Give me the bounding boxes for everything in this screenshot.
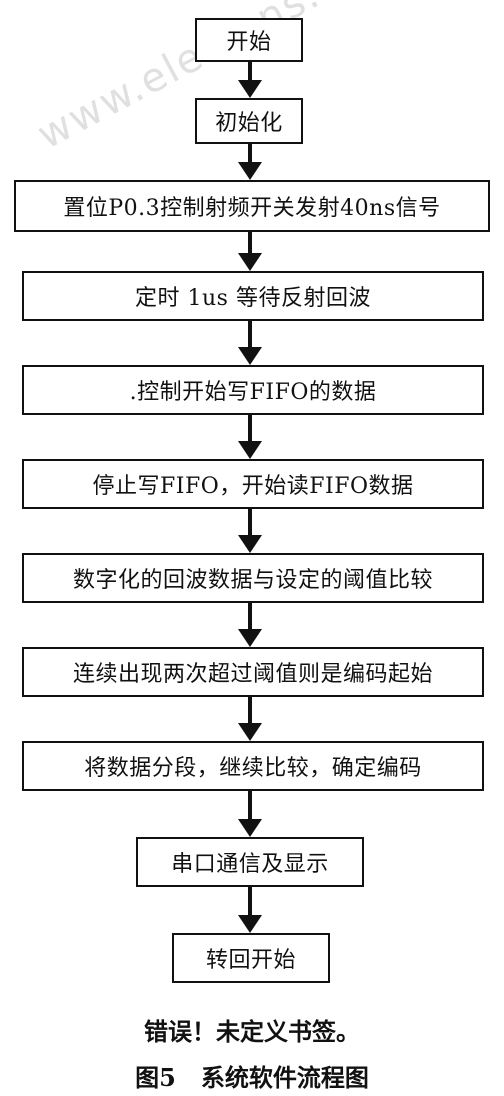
arrow-down-icon: [238, 887, 262, 933]
step-serial-comm-display: 串口通信及显示: [136, 837, 364, 887]
arrow-down-icon: [238, 791, 262, 837]
arrow-down-icon: [238, 144, 262, 180]
arrow-down-icon: [238, 603, 262, 647]
figure-caption: 图5 系统软件流程图: [135, 1063, 369, 1092]
arrow-down-icon: [238, 415, 262, 459]
step-return-start: 转回开始: [172, 933, 330, 983]
step-compare-threshold: 数字化的回波数据与设定的阈值比较: [22, 553, 484, 603]
arrow-down-icon: [238, 321, 262, 365]
step-stop-write-read-fifo: 停止写FIFO，开始读FIFO数据: [22, 459, 484, 509]
step-set-p03-rf-transmit: 置位P0.3控制射频开关发射40ns信号: [14, 180, 490, 232]
step-initialize: 初始化: [195, 98, 303, 144]
arrow-down-icon: [238, 509, 262, 553]
step-timer-wait-echo: 定时 1us 等待反射回波: [22, 271, 484, 321]
error-text: 错误！未定义书签。: [144, 1017, 360, 1046]
step-start: 开始: [195, 18, 303, 62]
arrow-down-icon: [238, 232, 262, 271]
step-code-start-detect: 连续出现两次超过阈值则是编码起始: [22, 647, 484, 697]
step-start-write-fifo: .控制开始写FIFO的数据: [22, 365, 484, 415]
arrow-down-icon: [238, 62, 262, 98]
step-segment-compare-encode: 将数据分段，继续比较，确定编码: [22, 741, 484, 791]
arrow-down-icon: [238, 697, 262, 741]
